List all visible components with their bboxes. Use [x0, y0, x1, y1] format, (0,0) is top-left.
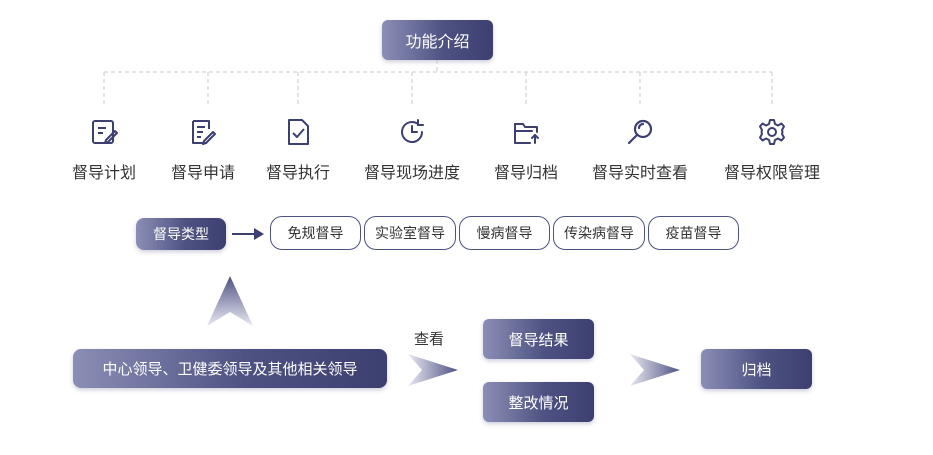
- function-item-execute[interactable]: 督导执行: [233, 116, 363, 183]
- results-label: 督导结果: [508, 330, 569, 349]
- function-label: 督导计划: [71, 163, 136, 182]
- rectify-box[interactable]: 整改情况: [483, 382, 594, 422]
- leaders-box: 中心领导、卫健委领导及其他相关领导: [73, 349, 387, 388]
- document-edit-icon: [192, 120, 216, 145]
- leaders-label: 中心领导、卫健委领导及其他相关领导: [102, 360, 358, 378]
- search-icon: [627, 119, 653, 145]
- function-label: 督导权限管理: [723, 163, 820, 182]
- type-chip-infectious[interactable]: 传染病督导: [553, 216, 645, 250]
- results-box[interactable]: 督导结果: [483, 319, 594, 359]
- type-chip-label: 疫苗督导: [665, 226, 722, 242]
- chevron-arrow-icon: [630, 354, 680, 386]
- clock-progress-icon: [401, 119, 424, 143]
- function-label: 督导申请: [170, 163, 235, 182]
- function-item-apply[interactable]: 督导申请: [138, 116, 268, 183]
- right-arrow-icon: [232, 228, 264, 240]
- title-box: 功能介绍: [382, 20, 493, 60]
- title-label: 功能介绍: [405, 32, 470, 51]
- archive-box[interactable]: 归档: [701, 349, 812, 389]
- function-label: 督导现场进度: [363, 163, 460, 182]
- type-label: 督导类型: [153, 227, 209, 243]
- function-label: 督导执行: [265, 163, 330, 182]
- type-chip-lab[interactable]: 实验室督导: [364, 216, 456, 250]
- clipboard-edit-icon: [92, 120, 118, 144]
- view-label: 查看: [414, 330, 445, 348]
- function-label: 督导实时查看: [591, 163, 688, 182]
- function-label: 督导归档: [493, 163, 558, 182]
- archive-label: 归档: [741, 360, 772, 379]
- type-chip-label: 免规督导: [287, 226, 344, 242]
- up-arrow-icon: [207, 276, 253, 326]
- rectify-label: 整改情况: [508, 393, 569, 412]
- type-chip-label: 实验室督导: [375, 226, 445, 242]
- type-pill: 督导类型: [136, 218, 226, 250]
- function-item-archive[interactable]: 督导归档: [461, 116, 591, 183]
- type-chip-exempt[interactable]: 免规督导: [270, 216, 361, 250]
- type-chip-label: 慢病督导: [476, 226, 533, 242]
- type-chip-chronic[interactable]: 慢病督导: [459, 216, 550, 250]
- gear-icon: [759, 119, 785, 145]
- archive-upload-icon: [514, 123, 539, 144]
- function-item-realtime-view[interactable]: 督导实时查看: [575, 116, 705, 183]
- function-item-plan[interactable]: 督导计划: [39, 116, 169, 183]
- function-item-permissions[interactable]: 督导权限管理: [707, 116, 837, 183]
- chevron-arrow-icon: [408, 354, 458, 386]
- function-item-progress[interactable]: 督导现场进度: [347, 116, 477, 183]
- type-chip-vaccine[interactable]: 疫苗督导: [648, 216, 739, 250]
- type-chip-label: 传染病督导: [564, 226, 634, 242]
- checkbox-document-icon: [288, 119, 309, 145]
